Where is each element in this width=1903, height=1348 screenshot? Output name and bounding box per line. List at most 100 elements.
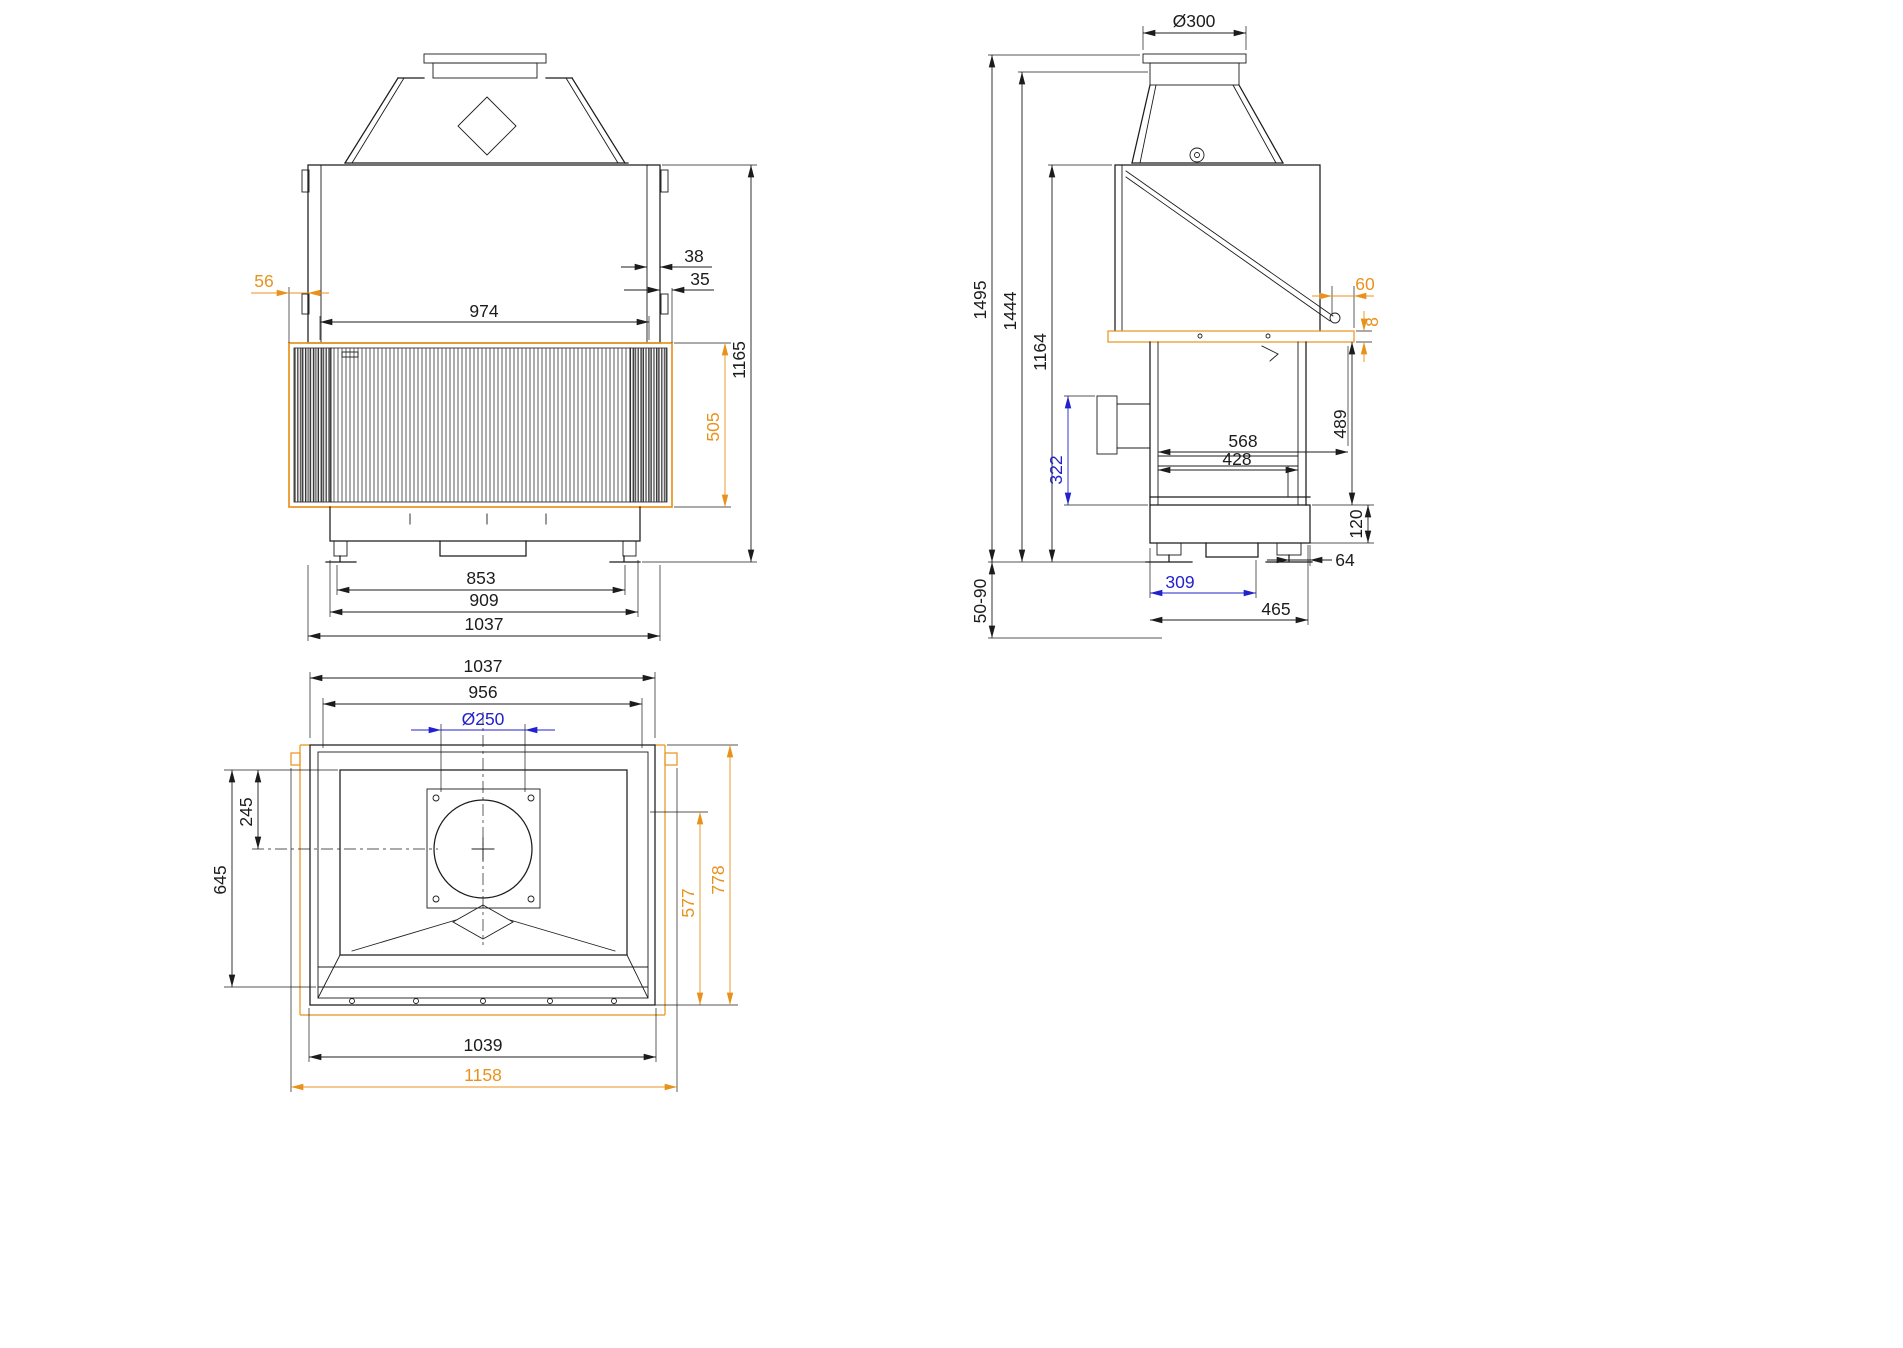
door-latch [1261,345,1279,362]
side-view: Ø300 1495 1444 1164 50-90 [970,11,1382,639]
dim-front-body-width: 1037 [307,565,661,641]
dim-top-body-width: 1037 [309,656,656,738]
side-depth-top-label: 568 [1228,431,1257,451]
side-firebox [1096,341,1311,506]
dim-top-flue-diameter: Ø250 [411,709,555,792]
dim-side-opening-height: 489 [1312,342,1374,506]
dim-side-foot-offset: 64 [1267,545,1355,570]
top-inner-depth-label: 645 [210,865,230,894]
side-leg-rear [1276,542,1302,556]
top-view: 1037 956 Ø250 245 645 [210,656,738,1092]
side-base [1145,504,1313,563]
dim-top-glass-depth: 577 [650,811,708,1005]
dim-side-base-height: 120 [1303,505,1374,544]
side-dimensions: Ø300 1495 1444 1164 50-90 [970,11,1382,639]
top-glass-depth-label: 577 [678,888,698,917]
top-outer-width-label: 1039 [464,1035,503,1055]
front-base-width-label: 909 [469,590,498,610]
front-feet-spacing-label: 853 [466,568,495,588]
dim-front-total-height: 1165 [642,164,757,563]
front-glass-door [288,342,673,508]
top-total-depth-label: 778 [708,865,728,894]
hinge-top-left [301,169,310,193]
front-hood [344,77,629,164]
side-opening-height-label: 489 [1330,409,1350,438]
dim-side-intake-height: 322 [1046,395,1148,506]
dim-top-flue-center-offset: 245 [224,769,338,849]
front-gap-outer-label: 38 [684,246,703,266]
side-frame-lip-label: 8 [1362,317,1382,327]
dim-top-outer-width: 1039 [308,1008,657,1062]
strut-pivot [1329,312,1341,324]
hinge-top-right [660,169,669,193]
air-intake [1096,395,1118,455]
side-base-depth-label: 465 [1261,599,1290,619]
top-flue-diameter-label: Ø250 [462,709,505,729]
front-side-offset-label: 56 [254,271,273,291]
side-frame-overhang-label: 60 [1355,274,1375,294]
side-collar-height-label: 1444 [1000,291,1020,330]
dim-front-base-width: 909 [329,560,639,617]
dim-side-frame-overhang: 60 [1312,274,1375,328]
side-leg-front [1156,542,1182,556]
frame-tab-left [290,752,301,766]
dim-front-glass-height: 505 [674,342,731,508]
side-foot-depth-label: 309 [1165,572,1194,592]
frame-shelf [1107,330,1355,343]
dim-top-frame-width: 1158 [290,768,678,1092]
dim-side-collar-height: 1444 [1000,71,1148,562]
hinge-bottom-left [301,293,310,315]
dim-side-depth-floor: 428 [1158,449,1298,474]
front-glass-width-label: 974 [469,301,498,321]
dim-side-flue-diameter: Ø300 [1142,11,1247,50]
top-inner-width-label: 956 [468,682,497,702]
front-glass-height-label: 505 [703,412,723,441]
dim-side-leg-range: 50-90 [970,562,1162,639]
leg-right [622,540,637,557]
damper-knob [1189,147,1205,163]
side-leg-range-label: 50-90 [970,578,990,623]
dim-side-foot-depth: 309 [1149,548,1257,598]
dim-top-inner-width: 956 [322,682,643,748]
door-lift-strut [1125,170,1334,322]
door-handle [341,351,359,358]
front-body-width-label: 1037 [465,614,504,634]
dim-side-base-depth: 465 [1150,545,1309,625]
front-dimensions: 974 38 35 56 [251,164,757,641]
front-flue-collar [423,53,547,79]
hinge-bottom-right [660,293,669,315]
firebox-opening [339,769,628,956]
side-depth-floor-label: 428 [1222,449,1251,469]
leg-left [333,540,348,557]
front-total-height-label: 1165 [729,341,749,379]
frame-tab-right [664,752,678,766]
side-flue-collar [1142,53,1247,86]
hood-diamond-vent [457,96,517,156]
dim-side-frame-lip: 8 [1356,311,1382,362]
side-body-height-label: 1164 [1030,333,1050,371]
dim-front-side-offset: 56 [251,271,329,343]
side-foot-offset-label: 64 [1335,550,1355,570]
top-flue-center-offset-label: 245 [236,797,256,826]
side-body [1107,164,1355,362]
dim-side-depth-top: 568 [1158,346,1349,456]
top-diamond-vent [452,904,514,940]
dim-front-gap-outer: 38 [621,246,712,271]
dim-top-inner-depth: 645 [210,770,316,988]
side-base-height-label: 120 [1346,509,1366,538]
dim-top-total-depth: 778 [648,744,738,1006]
side-flue-diameter-label: Ø300 [1173,11,1216,31]
dim-side-total-height: 1495 [970,54,1146,563]
top-frame-width-label: 1158 [464,1065,502,1085]
top-body [309,744,656,1006]
glass-frame-orange [288,342,673,508]
flue-mount-plate [426,788,541,909]
side-hood [1131,84,1284,164]
dim-front-gap-inner: 35 [624,269,714,343]
side-total-height-label: 1495 [970,281,990,320]
front-base [325,506,641,563]
front-gap-inner-label: 35 [690,269,709,289]
top-dimensions: 1037 956 Ø250 245 645 [210,656,738,1092]
